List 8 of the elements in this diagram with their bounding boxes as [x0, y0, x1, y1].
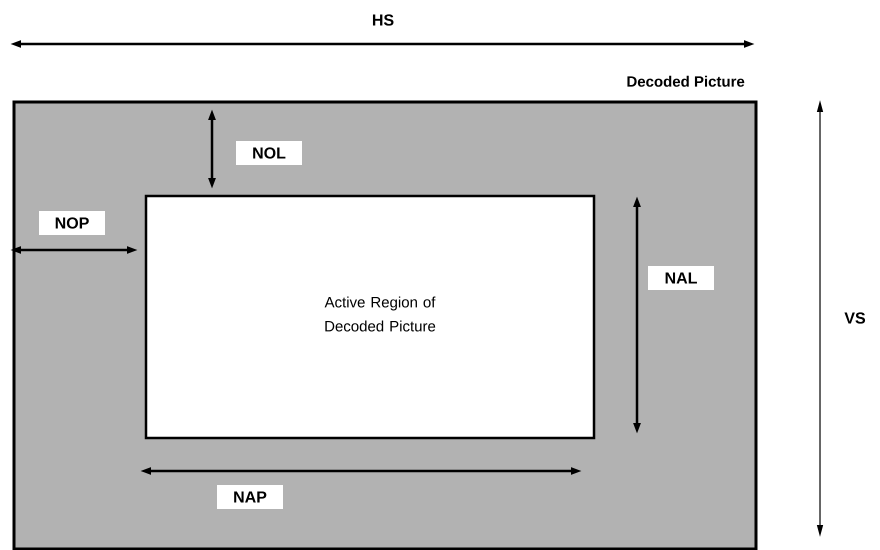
dimension-label: VS	[844, 312, 866, 324]
region-box: Active Region of Decoded Picture	[144, 194, 596, 440]
dimension-label: NOP	[39, 211, 105, 235]
frame-heading: Decoded Picture	[627, 76, 744, 87]
dimension-label: HS	[372, 14, 394, 26]
dimension-label: NAL	[648, 266, 714, 290]
dimension-label: NOL	[236, 141, 302, 165]
dimension-label: NAP	[217, 485, 283, 509]
